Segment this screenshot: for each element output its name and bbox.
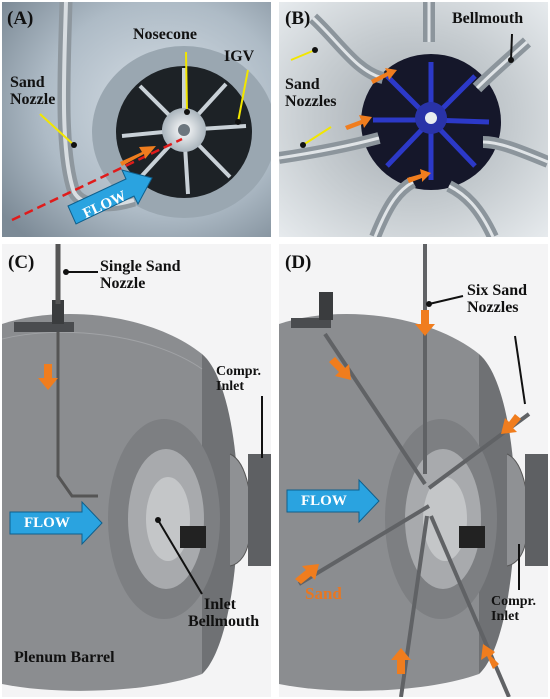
- nosecone-label: Nosecone: [133, 26, 197, 43]
- callout-line-nozzle-lower: [302, 126, 332, 146]
- panel-a-image: [2, 2, 271, 237]
- callout-line-nozzle-right: [514, 335, 526, 405]
- compr-inlet-label-d: Compr. Inlet: [491, 594, 536, 624]
- panel-d-tag: (D): [285, 252, 312, 273]
- callout-line-sand-nozzle: [39, 113, 75, 146]
- six-sand-nozzles-label: Six Sand Nozzles: [467, 282, 528, 316]
- flow-label-d: FLOW: [301, 493, 347, 509]
- panel-b-image: [279, 2, 548, 237]
- panel-c-tag: (C): [8, 252, 35, 273]
- compr-inlet-label-c: Compr. Inlet: [216, 364, 261, 394]
- panel-c-image: [2, 244, 271, 697]
- callout-line-inlet-bellmouth: [157, 519, 203, 595]
- flow-label-c: FLOW: [24, 515, 70, 531]
- callout-line-igv: [237, 69, 249, 123]
- sand-direction-arrow: [120, 146, 156, 166]
- sand-injection-arrows-d: [295, 310, 521, 674]
- sand-nozzles-label: Sand Nozzles: [285, 76, 337, 110]
- particle-trajectory-line: [11, 137, 183, 222]
- igv-label: IGV: [224, 48, 255, 65]
- sand-label: Sand: [305, 584, 342, 603]
- panel-b-tag: (B): [285, 8, 311, 29]
- compressor-fitting: [180, 526, 206, 548]
- single-sand-nozzle-label: Single Sand Nozzle: [100, 258, 181, 292]
- panel-c-render: (C) Single Sand Nozzle Compr. Inlet FLOW…: [2, 244, 271, 697]
- panel-a-tag: (A): [7, 8, 34, 29]
- flow-arrow-d: [286, 478, 380, 524]
- inlet-bellmouth-label: Inlet Bellmouth: [188, 596, 260, 630]
- callout-line-nozzle-upper: [290, 49, 316, 61]
- compressor-fitting-d: [459, 526, 485, 548]
- callout-line-bellmouth: [510, 33, 513, 61]
- flow-arrow-c: [9, 500, 103, 546]
- panel-d-render: (D) Six Sand Nozzles FLOW Sand Compr. In…: [279, 244, 548, 697]
- bellmouth-label: Bellmouth: [452, 10, 524, 27]
- plenum-barrel-label: Plenum Barrel: [14, 649, 115, 666]
- flow-arrow-a: [67, 169, 153, 225]
- panel-b-photo: (B) Bellmouth Sand Nozzles: [279, 2, 548, 237]
- sand-injection-arrows: [345, 68, 431, 183]
- callout-line-nosecone: [185, 51, 188, 113]
- sand-arrow-c: [38, 364, 58, 390]
- panel-d-image: [279, 244, 548, 697]
- sand-nozzle-label: Sand Nozzle: [10, 74, 56, 108]
- panel-a-photo: (A) Sand Nozzle Nosecone IGV FLOW: [2, 2, 271, 237]
- callout-line-six-nozzles: [428, 295, 464, 305]
